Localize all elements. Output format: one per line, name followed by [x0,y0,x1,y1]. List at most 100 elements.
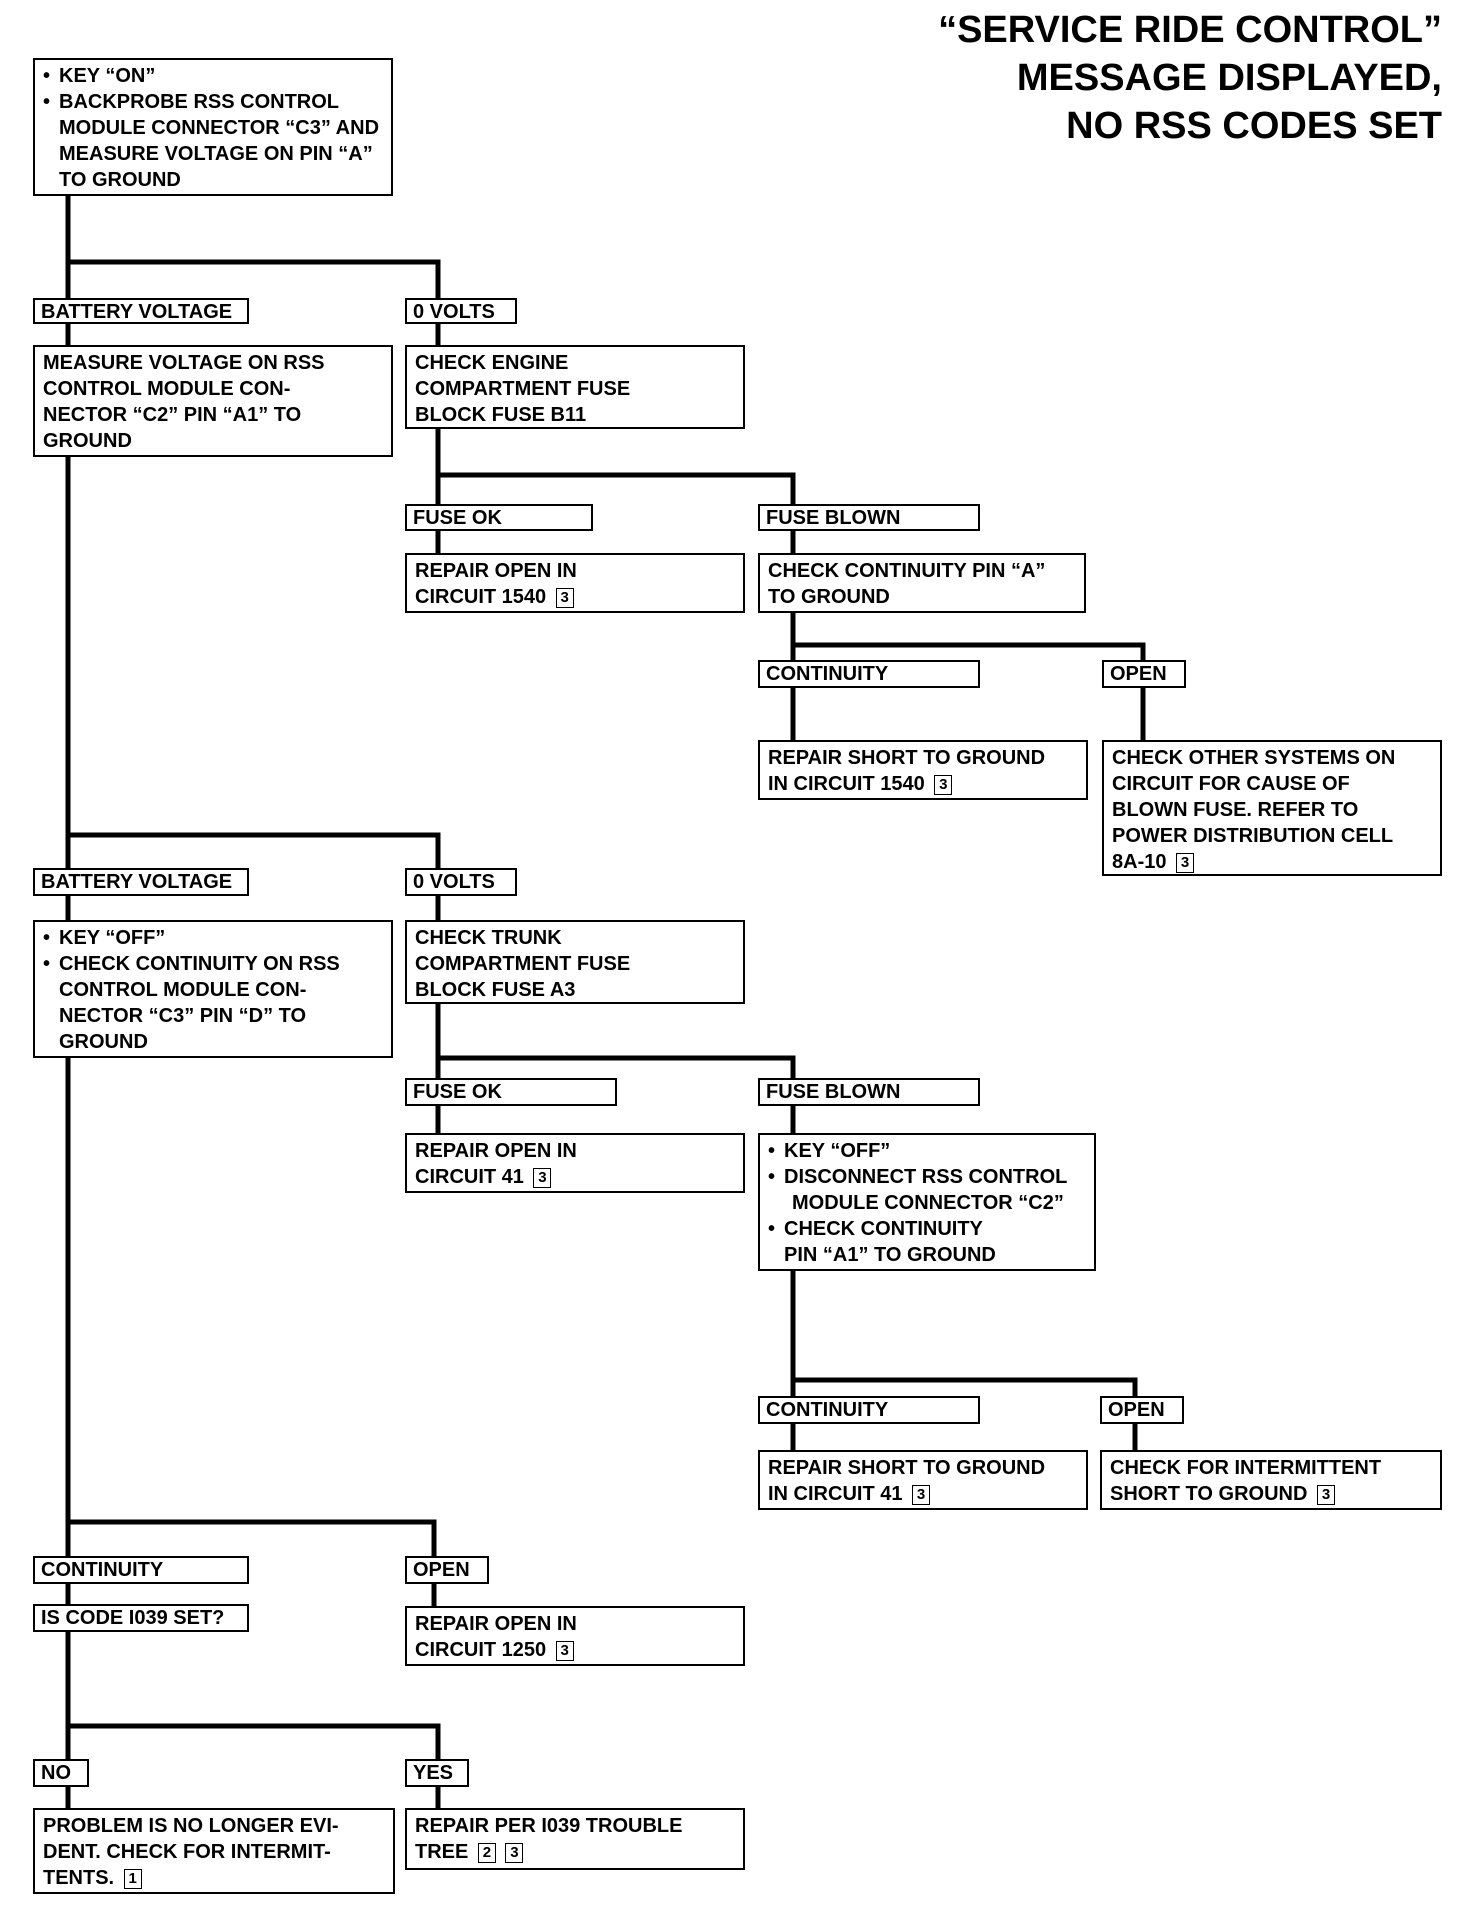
label-continuity-3: CONTINUITY [33,1556,249,1584]
check-a3-box: CHECK TRUNK COMPARTMENT FUSE BLOCK FUSE … [405,920,745,1004]
key-off-c3-box: KEY “OFF” CHECK CONTINUITY ON RSS CONTRO… [33,920,393,1058]
short-1540-text: IN CIRCUIT 1540 [768,773,925,795]
repair-1250-text: CIRCUIT 1250 [415,1639,547,1661]
ref-note-icon: 3 [555,588,574,608]
other-line-3: BLOWN FUSE. REFER TO [1112,799,1359,821]
disc-line-3: MODULE CONNECTOR “C2” [792,1192,1064,1214]
label-zero-volts-2: 0 VOLTS [405,868,517,896]
keyoff-line-3: CONTROL MODULE CON- [59,979,307,1001]
repair-1540-line-1: REPAIR OPEN IN [415,560,577,582]
check-a3-line-3: BLOCK FUSE A3 [415,979,576,1001]
keyoff-line-5: GROUND [59,1031,148,1053]
other-text-5: 8A-10 [1112,851,1167,873]
label-open-1: OPEN [1102,660,1186,688]
start-line-2: BACKPROBE RSS CONTROL [43,89,383,115]
repair-41-box: REPAIR OPEN IN CIRCUIT 41 3 [405,1133,745,1193]
ref-note-icon: 3 [934,775,953,795]
disc-line-1: KEY “OFF” [768,1138,1086,1164]
measure-line-3: NECTOR “C2” PIN “A1” TO [43,404,302,426]
disc-line-4: CHECK CONTINUITY [768,1216,1086,1242]
other-line-1: CHECK OTHER SYSTEMS ON [1112,747,1396,769]
intermittent-short-box: CHECK FOR INTERMITTENT SHORT TO GROUND 3 [1100,1450,1442,1510]
ref-note-icon: 2 [477,1843,496,1863]
check-b11-line-3: BLOCK FUSE B11 [415,404,587,426]
connector-measure-main [65,452,441,873]
repair-1540-text: CIRCUIT 1540 [415,586,547,608]
repair-1250-box: REPAIR OPEN IN CIRCUIT 1250 3 [405,1606,745,1666]
short-41-line-1: REPAIR SHORT TO GROUND [768,1457,1046,1479]
check-cont-a-box: CHECK CONTINUITY PIN “A” TO GROUND [758,553,1086,613]
label-zero-volts-1: 0 VOLTS [405,298,517,324]
disc-line-5: PIN “A1” TO GROUND [784,1244,996,1266]
check-b11-box: CHECK ENGINE COMPARTMENT FUSE BLOCK FUSE… [405,345,745,429]
other-line-2: CIRCUIT FOR CAUSE OF [1112,773,1350,795]
title-line-1: “SERVICE RIDE CONTROL” [938,9,1442,51]
short-41-box: REPAIR SHORT TO GROUND IN CIRCUIT 41 3 [758,1450,1088,1510]
repair-1039-box: REPAIR PER I039 TROUBLE TREE 2 3 [405,1808,745,1870]
keyoff-line-2: CHECK CONTINUITY ON RSS [43,951,383,977]
start-line-3: MODULE CONNECTOR “C3” AND [59,117,380,139]
ref-note-icon: 3 [1316,1485,1335,1505]
intermittent-text: SHORT TO GROUND [1110,1483,1308,1505]
start-line-4: MEASURE VOLTAGE ON PIN “A” [59,143,373,165]
ref-note-icon: 3 [1176,853,1195,873]
diagram-title: “SERVICE RIDE CONTROL” MESSAGE DISPLAYED… [938,6,1442,150]
repair-1039-line-2: TREE 2 3 [415,1839,735,1865]
no-longer-line-1: PROBLEM IS NO LONGER EVI- [43,1815,339,1837]
ref-note-icon: 3 [912,1485,931,1505]
short-1540-line-2: IN CIRCUIT 1540 3 [768,771,1078,797]
repair-41-text: CIRCUIT 41 [415,1166,524,1188]
measure-line-4: GROUND [43,430,132,452]
repair-1039-text: TREE [415,1841,469,1863]
connector-start-split [65,192,441,303]
connector-keyoff-main [65,1055,437,1560]
label-fuse-blown-1: FUSE BLOWN [758,504,980,531]
label-continuity-1: CONTINUITY [758,660,980,688]
other-systems-box: CHECK OTHER SYSTEMS ON CIRCUIT FOR CAUSE… [1102,740,1442,876]
connector-conta-split [790,610,1146,665]
start-line-5: TO GROUND [59,169,181,191]
title-line-2: MESSAGE DISPLAYED, [1016,57,1442,99]
repair-1250-line-2: CIRCUIT 1250 3 [415,1637,735,1663]
start-box: KEY “ON” BACKPROBE RSS CONTROL MODULE CO… [33,58,393,196]
ref-note-icon: 3 [505,1843,524,1863]
keyoff-line-4: NECTOR “C3” PIN “D” TO [59,1005,307,1027]
other-line-5: 8A-10 3 [1112,849,1432,875]
ref-note-icon: 3 [533,1168,552,1188]
label-fuse-ok-1: FUSE OK [405,504,593,531]
short-1540-box: REPAIR SHORT TO GROUND IN CIRCUIT 1540 3 [758,740,1088,800]
check-cont-a-line-2: TO GROUND [768,586,890,608]
repair-1039-line-1: REPAIR PER I039 TROUBLE [415,1815,683,1837]
ref-note-icon: 1 [123,1869,142,1889]
short-41-line-2: IN CIRCUIT 41 3 [768,1481,1078,1507]
check-b11-line-2: COMPARTMENT FUSE [415,378,631,400]
check-b11-line-1: CHECK ENGINE [415,352,569,374]
repair-41-line-1: REPAIR OPEN IN [415,1140,577,1162]
connector-a3-split [435,1000,796,1083]
measure-line-1: MEASURE VOLTAGE ON RSS [43,352,325,374]
check-a3-line-2: COMPARTMENT FUSE [415,953,631,975]
title-line-3: NO RSS CODES SET [1066,105,1442,147]
keyoff-line-1: KEY “OFF” [43,925,383,951]
label-yes: YES [405,1759,469,1787]
connector-question-split [65,1626,441,1764]
intermittent-line-1: CHECK FOR INTERMITTENT [1110,1457,1382,1479]
connector-b11-split [435,425,796,508]
label-code-question: IS CODE I039 SET? [33,1604,249,1632]
label-no: NO [33,1759,89,1787]
start-line-1: KEY “ON” [43,63,383,89]
measure-line-2: CONTROL MODULE CON- [43,378,291,400]
measure-c2-box: MEASURE VOLTAGE ON RSS CONTROL MODULE CO… [33,345,393,457]
check-cont-a-line-1: CHECK CONTINUITY PIN “A” [768,560,1046,582]
no-longer-text-3: TENTS. [43,1867,115,1889]
disconnect-c2-box: KEY “OFF” DISCONNECT RSS CONTROL MODULE … [758,1133,1096,1271]
repair-1250-line-1: REPAIR OPEN IN [415,1613,577,1635]
intermittent-line-2: SHORT TO GROUND 3 [1110,1481,1432,1507]
short-1540-line-1: REPAIR SHORT TO GROUND [768,747,1046,769]
connector-disc-split [790,1267,1138,1401]
no-longer-line-2: DENT. CHECK FOR INTERMIT- [43,1841,331,1863]
label-battery-voltage-2: BATTERY VOLTAGE [33,868,249,896]
label-battery-voltage-1: BATTERY VOLTAGE [33,298,249,324]
